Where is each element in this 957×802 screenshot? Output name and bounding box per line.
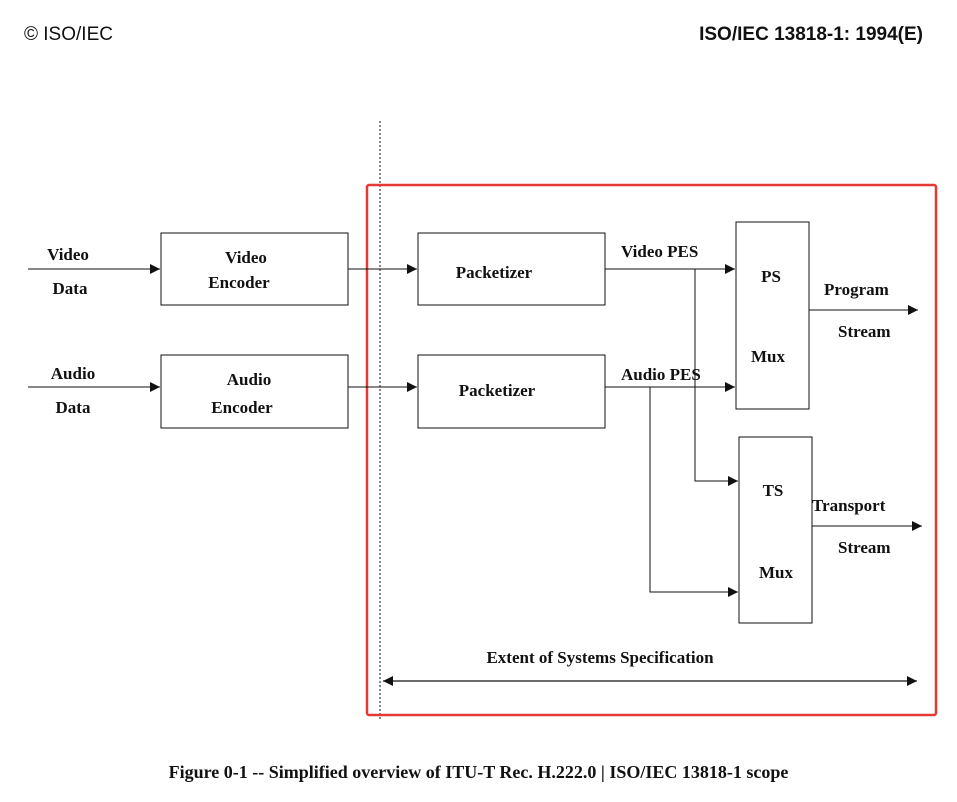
video-packetizer-box (417, 232, 606, 306)
audio-pes-label: Audio PES (621, 365, 701, 384)
scope-highlight-box (365, 183, 938, 717)
extent-label: Extent of Systems Specification (486, 648, 714, 667)
audio-encoder-label-2: Encoder (211, 398, 273, 417)
video-encoder-label-2: Encoder (208, 273, 270, 292)
audio-data-label-2: Data (56, 398, 91, 417)
ts-mux-box (738, 436, 813, 624)
audio-encoder-box (160, 354, 349, 429)
audio-encoder-label-1: Audio (227, 370, 271, 389)
video-encoder-box (160, 232, 349, 306)
audio-data-label-1: Audio (51, 364, 95, 383)
ps-mux-label-2: Mux (751, 347, 786, 366)
program-stream-label-2: Stream (838, 322, 891, 341)
audio-packetizer-box (417, 354, 606, 429)
audio-pes-to-ts-mux-arrow (649, 387, 738, 597)
header-copyright: © ISO/IEC (24, 24, 113, 45)
video-packetizer-label: Packetizer (456, 263, 533, 282)
ts-mux-label-1: TS (763, 481, 784, 500)
video-data-label-1: Video (47, 245, 89, 264)
video-pes-label: Video PES (621, 242, 698, 261)
figure-caption: Figure 0-1 -- Simplified overview of ITU… (168, 762, 789, 782)
ps-mux-box (735, 221, 810, 410)
ps-mux-label-1: PS (761, 267, 781, 286)
video-pes-to-ts-mux-arrow (694, 269, 738, 486)
video-data-label-2: Data (53, 279, 88, 298)
header-standard-id: ISO/IEC 13818-1: 1994(E) (699, 24, 923, 45)
transport-stream-label-1: Transport (812, 496, 886, 515)
program-stream-label-1: Program (824, 280, 889, 299)
video-encoder-label-1: Video (225, 248, 267, 267)
ts-mux-label-2: Mux (759, 563, 794, 582)
audio-packetizer-label: Packetizer (459, 381, 536, 400)
transport-stream-label-2: Stream (838, 538, 891, 557)
